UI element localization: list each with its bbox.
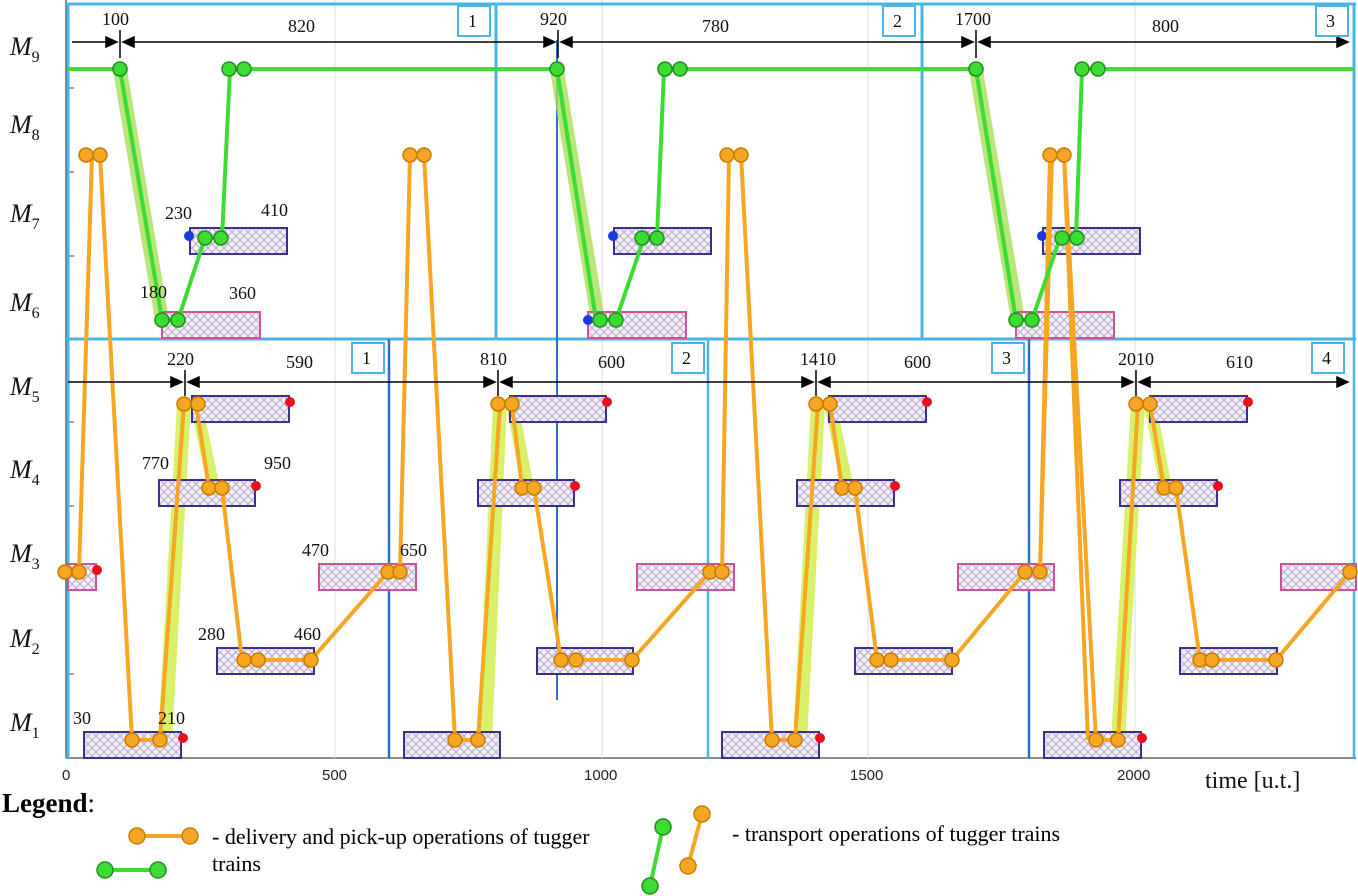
row-label-m6: M6 bbox=[9, 288, 40, 322]
row-label-m1: M1 bbox=[9, 708, 40, 742]
row-label-m5: M5 bbox=[9, 372, 40, 406]
row-label-m4: M4 bbox=[9, 455, 40, 489]
bottom-cycle-arrows bbox=[68, 370, 1350, 396]
bottom-duration-3: 600 bbox=[904, 352, 931, 372]
row-m4-sub: 4 bbox=[32, 472, 40, 489]
row-m3-sub: 3 bbox=[32, 556, 40, 573]
point-label-460: 460 bbox=[294, 624, 321, 644]
top-box-number-3: 3 bbox=[1326, 11, 1335, 31]
green-markers bbox=[112, 61, 1106, 328]
legend-title-text: Legend bbox=[2, 788, 88, 818]
legend-orange-text: - delivery and pick-up operations of tug… bbox=[212, 824, 590, 876]
row-m1-sub: 1 bbox=[32, 725, 40, 742]
top-cycle-start-2: 920 bbox=[540, 9, 567, 29]
point-label-180: 180 bbox=[140, 282, 167, 302]
legend-symbols bbox=[96, 805, 711, 895]
bottom-cycle-start-3: 1410 bbox=[800, 349, 836, 369]
row-m5-sub: 5 bbox=[32, 389, 40, 406]
x-tick-0: 0 bbox=[62, 767, 70, 784]
orange-markers bbox=[57, 147, 1358, 748]
row-label-m9: M9 bbox=[9, 32, 40, 66]
row-m2-sub: 2 bbox=[32, 641, 40, 658]
x-axis-label: time [u.t.] bbox=[1205, 768, 1300, 794]
legend-title-colon: : bbox=[87, 788, 96, 818]
row-label-m8: M8 bbox=[9, 110, 40, 144]
top-cycle-frames bbox=[66, 2, 1356, 758]
bottom-cycle-start-4: 2010 bbox=[1118, 349, 1154, 369]
point-label-230: 230 bbox=[165, 203, 192, 223]
top-duration-1: 820 bbox=[288, 16, 315, 36]
row-m6-letter: M bbox=[9, 288, 33, 317]
row-m8-sub: 8 bbox=[32, 127, 40, 144]
plot-grid bbox=[65, 0, 1356, 759]
point-label-410: 410 bbox=[261, 200, 288, 220]
legend-orange-marker-b bbox=[181, 827, 199, 845]
row-m2-letter: M bbox=[9, 624, 33, 653]
state-dots bbox=[92, 231, 1253, 743]
bottom-duration-4: 610 bbox=[1226, 352, 1253, 372]
point-label-950: 950 bbox=[264, 453, 291, 473]
x-tick-500: 500 bbox=[322, 767, 347, 784]
bottom-box-number-2: 2 bbox=[682, 348, 691, 368]
point-label-280: 280 bbox=[198, 624, 225, 644]
row-m6-sub: 6 bbox=[32, 305, 40, 322]
row-m7-sub: 7 bbox=[32, 216, 40, 233]
top-duration-2: 780 bbox=[702, 16, 729, 36]
legend-orange-marker-a bbox=[128, 827, 146, 845]
bottom-duration-2: 600 bbox=[598, 352, 625, 372]
x-axis: 0 500 1000 1500 2000 time [u.t.] bbox=[62, 767, 1300, 794]
x-tick-2000: 2000 bbox=[1117, 767, 1150, 784]
top-cycle-start-1: 100 bbox=[102, 9, 129, 29]
point-label-470: 470 bbox=[302, 540, 329, 560]
top-cycle-arrows bbox=[72, 30, 1350, 58]
bottom-cycle-start-2: 810 bbox=[480, 349, 507, 369]
bottom-duration-1: 590 bbox=[286, 352, 313, 372]
bottom-block-labels: 1 2 3 4 220 810 1410 2010 590 600 600 61… bbox=[73, 348, 1331, 728]
row-m9-letter: M bbox=[9, 32, 33, 61]
legend-green-text: - transport operations of tugger trains bbox=[732, 821, 1061, 846]
bottom-box-number-3: 3 bbox=[1002, 348, 1011, 368]
x-tick-1000: 1000 bbox=[584, 767, 617, 784]
point-label-30: 30 bbox=[73, 708, 91, 728]
top-cycle-start-3: 1700 bbox=[955, 9, 991, 29]
cycle-number-boxes bbox=[351, 5, 1349, 374]
row-labels: M9 M8 M7 M6 M5 M4 M3 M2 M1 bbox=[9, 32, 40, 742]
row-label-m2: M2 bbox=[9, 624, 40, 658]
bottom-box-number-4: 4 bbox=[1322, 348, 1331, 368]
top-duration-3: 800 bbox=[1152, 16, 1179, 36]
row-m3-letter: M bbox=[9, 539, 33, 568]
legend-green-marker-a bbox=[96, 861, 114, 879]
point-label-210: 210 bbox=[158, 708, 185, 728]
point-label-650: 650 bbox=[400, 540, 427, 560]
x-tick-1500: 1500 bbox=[850, 767, 883, 784]
green-transport-routes bbox=[68, 67, 1354, 322]
row-m5-letter: M bbox=[9, 372, 33, 401]
row-label-m7: M7 bbox=[9, 199, 40, 233]
top-box-number-2: 2 bbox=[893, 11, 902, 31]
row-m9-sub: 9 bbox=[32, 49, 40, 66]
row-m7-letter: M bbox=[9, 199, 33, 228]
bottom-cycle-frames bbox=[387, 40, 1356, 758]
legend-title: Legend: bbox=[2, 788, 95, 819]
point-label-770: 770 bbox=[142, 453, 169, 473]
top-box-number-1: 1 bbox=[468, 11, 477, 31]
row-label-m3: M3 bbox=[9, 539, 40, 573]
row-m1-letter: M bbox=[9, 708, 33, 737]
point-label-360: 360 bbox=[229, 283, 256, 303]
bottom-box-number-1: 1 bbox=[362, 348, 371, 368]
row-m4-letter: M bbox=[9, 455, 33, 484]
top-block-labels: 1 2 3 100 920 1700 820 780 800 230 410 1… bbox=[102, 9, 1335, 303]
row-m8-letter: M bbox=[9, 110, 33, 139]
bottom-cycle-start-1: 220 bbox=[167, 349, 194, 369]
legend-green-marker-b bbox=[149, 861, 167, 879]
